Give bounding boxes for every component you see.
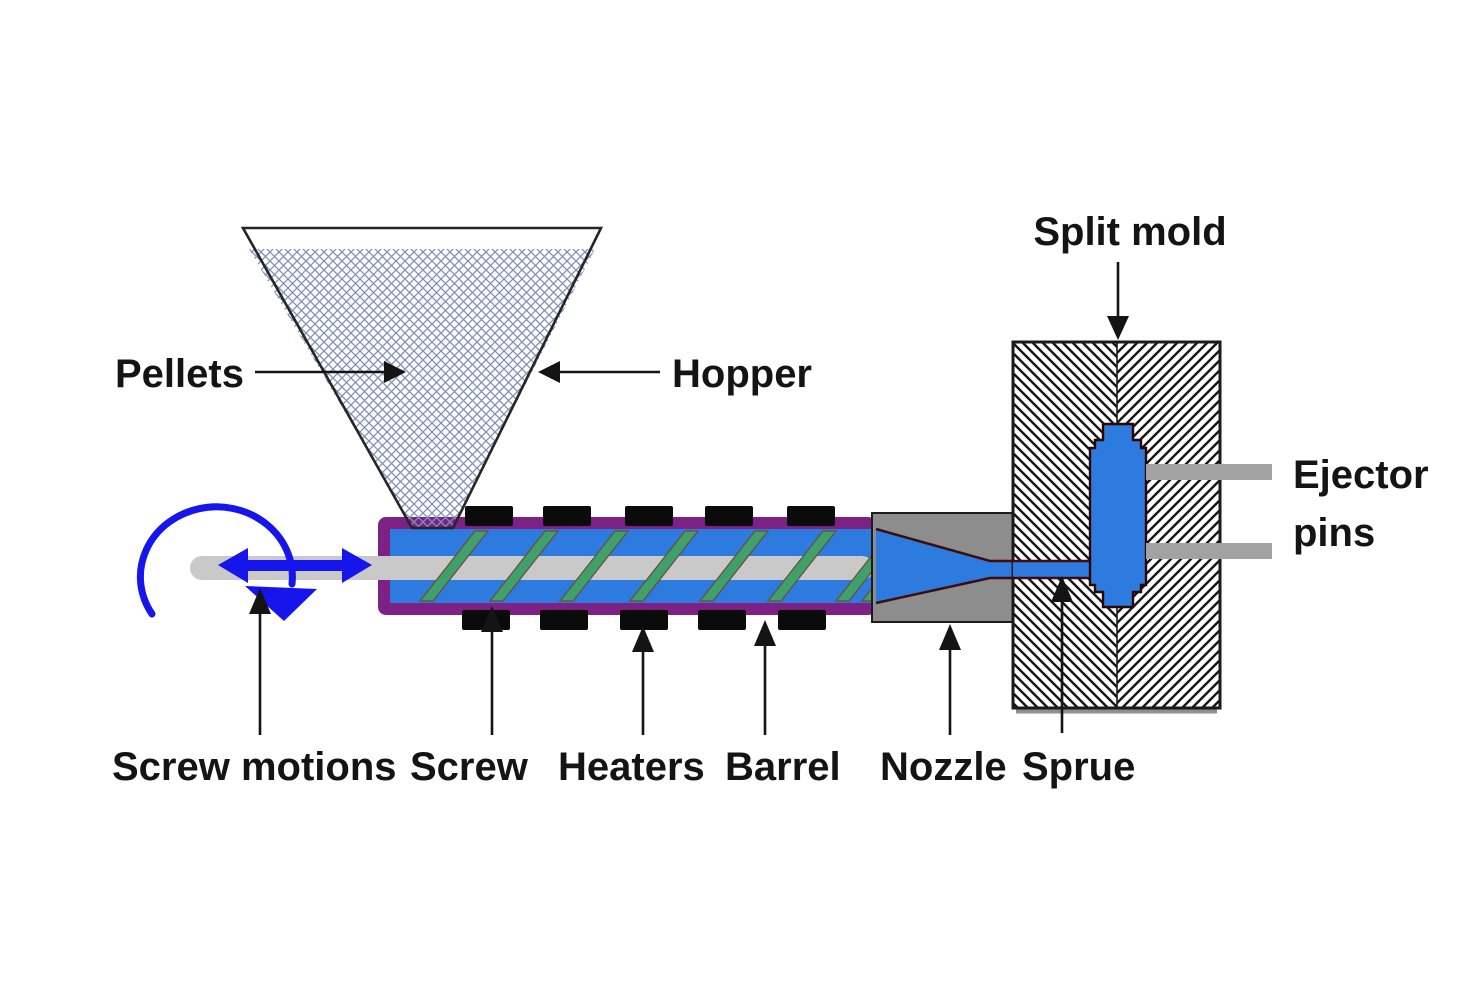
ejector-pins <box>1146 464 1272 559</box>
screw-flight <box>558 530 630 602</box>
heater-block <box>787 506 835 526</box>
screw-arrowhead-icon <box>481 606 503 632</box>
screw-flight <box>418 530 490 602</box>
axial-arrowhead-left-icon <box>218 548 248 583</box>
callout-arrows <box>249 262 1129 735</box>
pellets-arrowhead-icon <box>384 361 406 383</box>
screw-flight <box>860 587 872 602</box>
diagram-labels: Pellets Hopper Split mold Ejector pins S… <box>112 210 1429 789</box>
hopper-arrowhead-icon <box>538 361 560 383</box>
heater-block <box>620 610 668 630</box>
ejector-pin-upper <box>1146 464 1272 480</box>
hopper-label: Hopper <box>672 352 812 396</box>
screw-flight <box>834 554 872 602</box>
split-mold-label: Split mold <box>1033 210 1226 254</box>
screw-flight <box>628 530 700 602</box>
screw-flight <box>698 530 770 602</box>
heaters-arrowhead-icon <box>632 626 654 652</box>
heater-block <box>698 610 746 630</box>
ejector-pins-label-line2: pins <box>1293 511 1375 555</box>
nozzle-melt-channel <box>876 529 1013 603</box>
heaters-label: Heaters <box>558 745 705 789</box>
hopper-pellet-fill <box>249 249 595 528</box>
heater-block <box>540 610 588 630</box>
melt-channel-top-edge <box>875 527 1091 563</box>
heater-block <box>705 506 753 526</box>
mold-outline <box>1011 340 1222 710</box>
ejector-pins-label-line1: Ejector <box>1293 453 1429 497</box>
rotation-arrowhead-icon <box>245 586 317 621</box>
sprue-channel <box>1013 561 1093 578</box>
axial-arrowhead-right-icon <box>342 548 372 583</box>
ejector-pin-lower <box>1146 543 1272 559</box>
heater-block <box>625 506 673 526</box>
screw-motions-label: Screw motions <box>112 745 397 789</box>
rotation-arc-icon <box>136 503 296 618</box>
sprue-and-part <box>875 422 1148 609</box>
sprue-label: Sprue <box>1022 745 1135 789</box>
nozzle-arrowhead-icon <box>939 624 961 650</box>
screw-flights <box>418 530 872 602</box>
nozzle-label: Nozzle <box>880 745 1007 789</box>
axial-arrow-shaft <box>246 560 344 571</box>
heater-block <box>778 610 826 630</box>
barrel-arrowhead-icon <box>754 620 776 646</box>
screw-motion-arrows <box>136 503 372 621</box>
screw-flight <box>488 530 560 602</box>
hopper-outline <box>240 226 604 530</box>
heater-block <box>543 506 591 526</box>
barrel-label: Barrel <box>725 745 841 789</box>
melt-channel-bottom-edge <box>875 576 1091 605</box>
nozzle-assembly <box>871 512 1014 623</box>
pellets-label: Pellets <box>115 352 244 396</box>
screw-flight <box>766 530 838 602</box>
split-mold-arrowhead-icon <box>1107 316 1129 340</box>
screw-motions-arrowhead-icon <box>249 588 271 614</box>
molded-part <box>1088 422 1148 609</box>
heater-block <box>465 506 513 526</box>
sprue-arrowhead-icon <box>1051 576 1073 602</box>
screw-label: Screw <box>410 745 529 789</box>
hopper-assembly <box>240 226 604 530</box>
